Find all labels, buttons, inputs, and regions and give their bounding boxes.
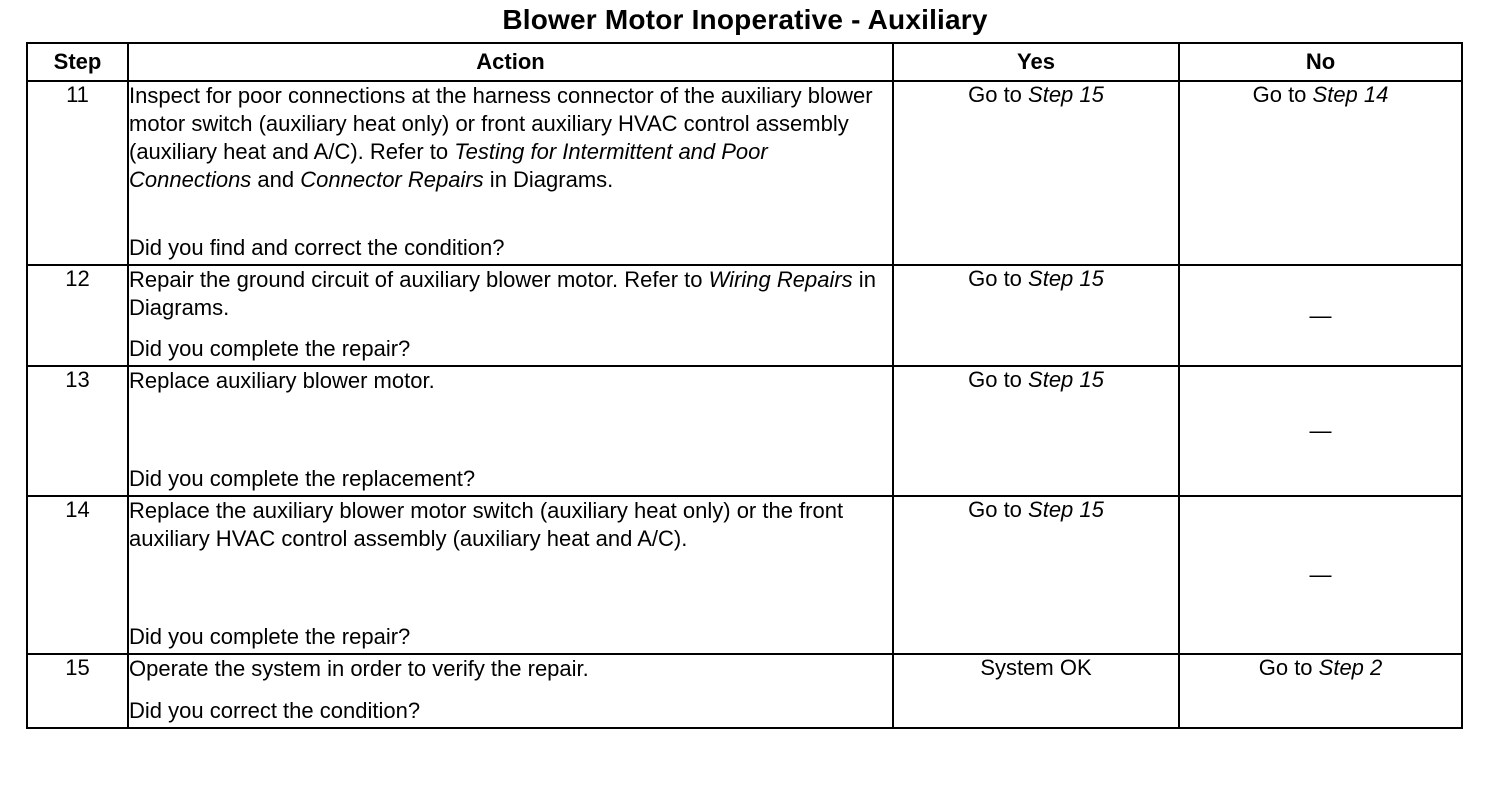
action-question: Did you complete the replacement? — [129, 466, 476, 491]
yes-result: Go to Step 15 — [892, 365, 1180, 497]
action-description: Inspect for poor connections at the harn… — [129, 82, 892, 194]
yes-result: Go to Step 15 — [892, 264, 1180, 367]
column-header-action: Action — [127, 42, 894, 82]
desc-text: Repair the ground circuit of auxiliary b… — [129, 267, 709, 292]
no-prefix: Go to — [1252, 82, 1313, 107]
no-step-ref: Step 2 — [1318, 655, 1383, 680]
step-number: 14 — [26, 495, 129, 655]
no-result: Go to Step 14 — [1178, 80, 1463, 266]
desc-reference: Connector Repairs — [300, 167, 484, 192]
action-cell: Replace the auxiliary blower motor switc… — [127, 495, 894, 655]
no-result: — — [1178, 365, 1463, 497]
table-row: 13 Replace auxiliary blower motor. Did y… — [26, 365, 1463, 497]
desc-reference: Wiring Repairs — [708, 267, 853, 292]
yes-prefix: System OK — [980, 655, 1092, 680]
no-dash: — — [1309, 562, 1332, 587]
action-description: Replace the auxiliary blower motor switc… — [129, 497, 892, 553]
yes-result: Go to Step 15 — [892, 80, 1180, 266]
desc-text: Inspect for poor connections at the harn… — [129, 83, 873, 164]
yes-prefix: Go to — [968, 82, 1029, 107]
yes-prefix: Go to — [968, 497, 1029, 522]
action-question: Did you correct the condition? — [129, 698, 421, 723]
table-row: 11 Inspect for poor connections at the h… — [26, 80, 1463, 266]
desc-text: Replace auxiliary blower motor. — [129, 368, 435, 393]
step-number: 13 — [26, 365, 129, 497]
column-header-step: Step — [26, 42, 129, 82]
no-result: — — [1178, 264, 1463, 367]
action-question: Did you complete the repair? — [129, 336, 411, 361]
desc-reference: Testing for Intermittent and Poor Connec… — [129, 139, 768, 192]
action-description: Repair the ground circuit of auxiliary b… — [129, 266, 892, 322]
desc-text: and — [251, 167, 301, 192]
page-title: Blower Motor Inoperative - Auxiliary — [502, 4, 988, 35]
action-description: Replace auxiliary blower motor. — [129, 367, 892, 395]
no-prefix: Go to — [1258, 655, 1319, 680]
action-cell: Inspect for poor connections at the harn… — [127, 80, 894, 266]
yes-result: System OK — [892, 653, 1180, 729]
yes-step-ref: Step 15 — [1028, 266, 1104, 291]
no-result: Go to Step 2 — [1178, 653, 1463, 729]
yes-step-ref: Step 15 — [1028, 367, 1104, 392]
desc-text: Operate the system in order to verify th… — [129, 656, 589, 681]
action-description: Operate the system in order to verify th… — [129, 655, 892, 683]
yes-prefix: Go to — [968, 266, 1029, 291]
action-cell: Replace auxiliary blower motor. Did you … — [127, 365, 894, 497]
step-number: 11 — [26, 80, 129, 266]
desc-text: Replace the auxiliary blower motor switc… — [129, 498, 844, 551]
yes-step-ref: Step 15 — [1028, 82, 1104, 107]
column-header-yes: Yes — [892, 42, 1180, 82]
column-header-no: No — [1178, 42, 1463, 82]
action-question: Did you complete the repair? — [129, 624, 411, 649]
step-number: 15 — [26, 653, 129, 729]
no-dash: — — [1309, 418, 1332, 443]
yes-prefix: Go to — [968, 367, 1029, 392]
desc-text: in Diagrams. — [483, 167, 614, 192]
diagnostic-table: Step Action Yes No 11 Inspect for poor c… — [26, 42, 1463, 729]
step-number: 12 — [26, 264, 129, 367]
action-question: Did you find and correct the condition? — [129, 235, 505, 260]
yes-result: Go to Step 15 — [892, 495, 1180, 655]
table-row: 15 Operate the system in order to verify… — [26, 653, 1463, 729]
table-row: 12 Repair the ground circuit of auxiliar… — [26, 264, 1463, 367]
action-cell: Operate the system in order to verify th… — [127, 653, 894, 729]
header-row: Step Action Yes No — [26, 42, 1463, 82]
action-cell: Repair the ground circuit of auxiliary b… — [127, 264, 894, 367]
yes-step-ref: Step 15 — [1028, 497, 1104, 522]
no-step-ref: Step 14 — [1312, 82, 1389, 107]
desc-text: in Diagrams. — [129, 267, 876, 320]
no-result: — — [1178, 495, 1463, 655]
no-dash: — — [1309, 302, 1332, 328]
table-row: 14 Replace the auxiliary blower motor sw… — [26, 495, 1463, 655]
